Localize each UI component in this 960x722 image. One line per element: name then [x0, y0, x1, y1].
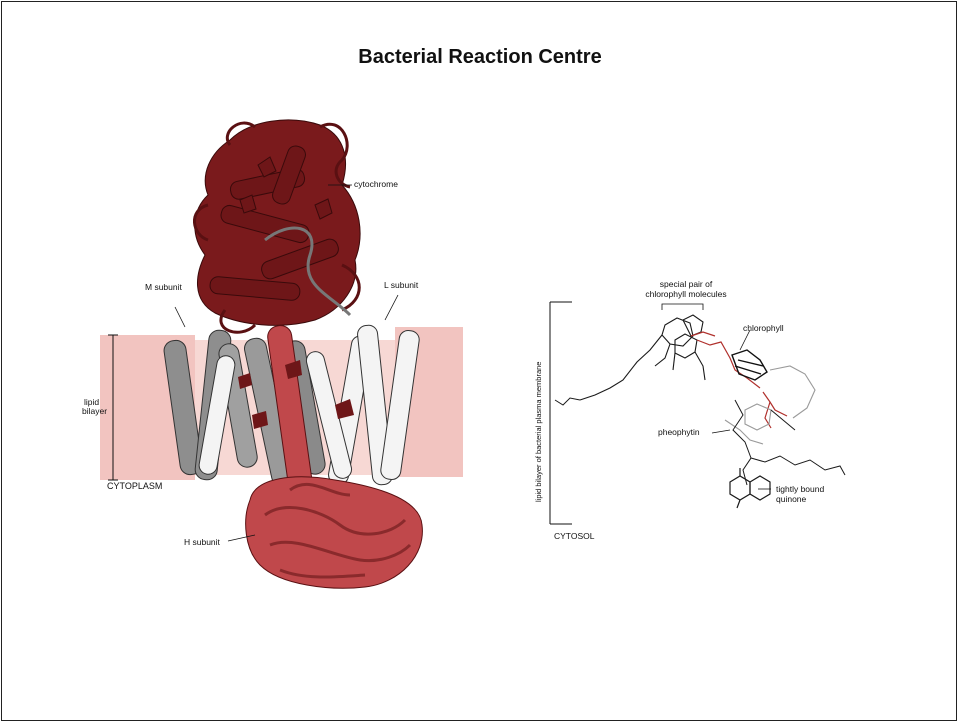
phytol-chains: [555, 398, 845, 485]
label-m-subunit: M subunit: [145, 283, 182, 293]
label-special-pair-line2: chlorophyll molecules: [645, 289, 726, 299]
reaction-centre-structure-illustration: [80, 115, 470, 595]
label-bilayer: bilayer: [82, 407, 107, 417]
accessory-chlorophyll: [732, 350, 767, 380]
leader-lines: [712, 330, 771, 489]
label-quinone-line2: quinone: [776, 494, 806, 504]
quinone-molecule: [730, 468, 770, 508]
label-l-subunit: L subunit: [384, 281, 418, 291]
special-pair-bracket: [662, 304, 703, 310]
label-cytosol: CYTOSOL: [554, 532, 594, 542]
special-pair-chlorophylls: [580, 315, 705, 400]
membrane-axis-label: lipid bilayer of bacterial plasma membra…: [534, 362, 543, 502]
slide-title: Bacterial Reaction Centre: [0, 46, 960, 69]
label-h-subunit: H subunit: [184, 538, 220, 548]
label-pheophytin: pheophytin: [658, 428, 700, 438]
label-chlorophyll: chlorophyll: [743, 324, 784, 334]
h-subunit-domain: [246, 477, 423, 588]
label-cytochrome: cytochrome: [354, 180, 398, 190]
membrane-axis-bracket: [550, 302, 572, 524]
label-special-pair-line1: special pair of: [660, 279, 712, 289]
label-quinone: tightly bound quinone: [776, 485, 824, 505]
special-pair-red-chains: [691, 332, 787, 428]
pheophytin-molecules: [725, 366, 815, 444]
label-cytoplasm: CYTOPLASM: [107, 481, 162, 491]
label-special-pair: special pair of chlorophyll molecules: [641, 280, 731, 300]
label-quinone-line1: tightly bound: [776, 484, 824, 494]
cytochrome-domain: [195, 120, 360, 325]
